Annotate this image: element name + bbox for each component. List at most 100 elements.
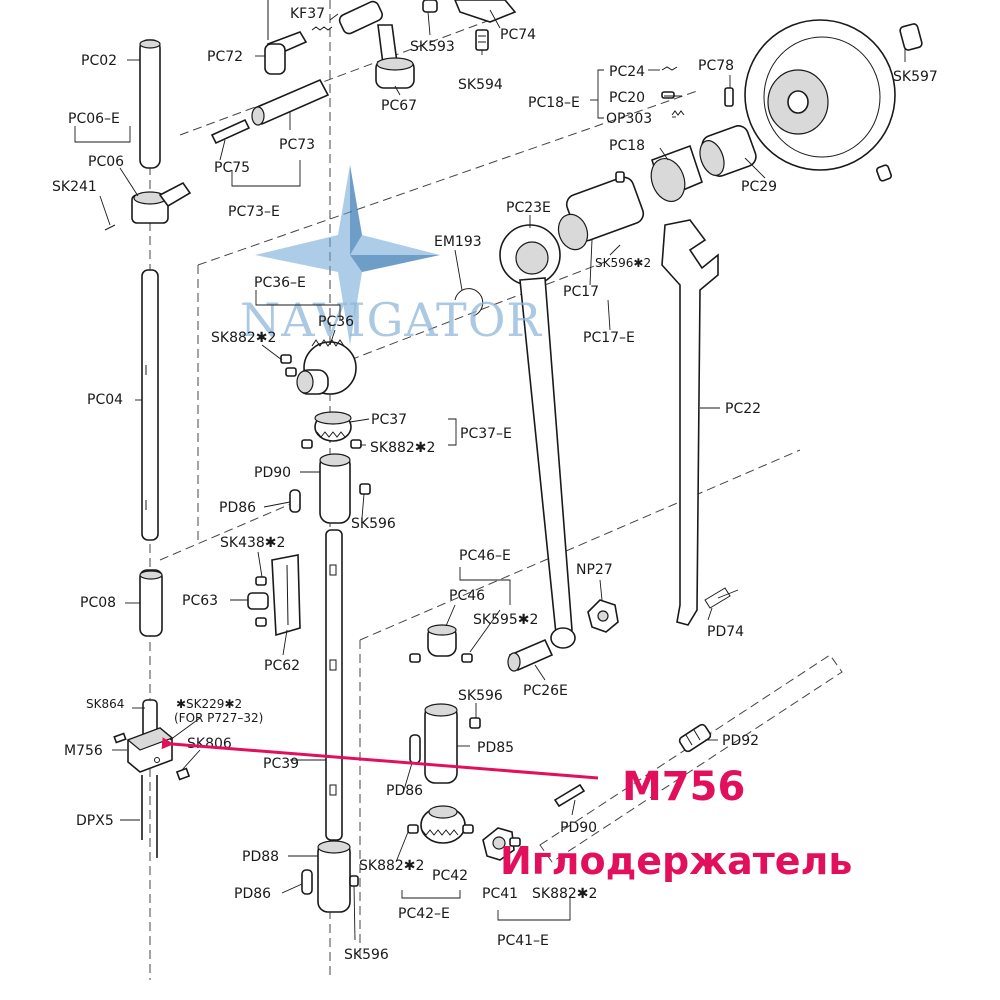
part-small-springs: [615, 66, 685, 183]
label-sk597: SK597: [893, 69, 938, 85]
label-pc18-e: PC18–E: [528, 95, 580, 111]
label-pc20: PC20: [609, 90, 645, 106]
part-pd74-pin: [704, 587, 731, 609]
part-pc22-wrench: [661, 219, 719, 626]
label-sk593: SK593: [410, 39, 455, 55]
part-labels: KF37 SK593 PC74 PC72 SK594 PC02 PC67 PC2…: [52, 6, 938, 963]
label-pc73-e: PC73–E: [228, 204, 280, 220]
part-sk596-screw-c: [349, 875, 359, 887]
label-sk882x2-a: SK882✱2: [211, 330, 276, 346]
part-sk596-screw-b: [469, 717, 481, 729]
label-sk229-note: (FOR P727–32): [174, 711, 263, 725]
label-pc67: PC67: [381, 98, 417, 114]
label-pc72: PC72: [207, 49, 243, 65]
label-pd85: PD85: [477, 740, 514, 756]
part-sk593-screw: [422, 0, 438, 13]
label-sk241: SK241: [52, 179, 97, 195]
label-pc02: PC02: [81, 53, 117, 69]
label-sk596x2-top: SK596✱2: [595, 256, 651, 270]
part-pc02-shaft: [139, 39, 161, 169]
compass-star-icon: [255, 165, 440, 345]
label-pc74: PC74: [500, 27, 536, 43]
part-np27-nut: [587, 599, 619, 633]
part-pd90-bushing-top: [319, 453, 351, 524]
part-pc78-key: [724, 87, 734, 107]
label-m756: M756: [64, 743, 103, 759]
label-pd90-bottom: PD90: [560, 820, 597, 836]
label-op303: OP303: [606, 111, 652, 127]
part-pd85-bushing: [424, 703, 458, 784]
part-kf37-spring: [311, 26, 333, 31]
part-pd86-pin-b: [409, 734, 421, 764]
label-em193: EM193: [434, 234, 482, 250]
part-pc26e-screw: [507, 638, 554, 672]
callout-arrow: [161, 737, 599, 780]
label-pc36: PC36: [318, 314, 354, 330]
label-pc46: PC46: [449, 588, 485, 604]
label-pc37-e: PC37–E: [460, 426, 512, 442]
label-pc42: PC42: [432, 868, 468, 884]
label-pd90-top: PD90: [254, 465, 291, 481]
label-sk882x2-d: SK882✱2: [532, 886, 597, 902]
part-pc39-shaft: [325, 529, 343, 841]
navigator-watermark: NAVIGATOR: [240, 165, 542, 347]
label-pc22: PC22: [725, 401, 761, 417]
part-pc67-crank: [338, 0, 415, 89]
leader-lines: [74, 9, 906, 941]
label-pd86-c: PD86: [234, 886, 271, 902]
label-pc18: PC18: [609, 138, 645, 154]
part-pc08-bushing: [139, 569, 163, 637]
part-sk594-screw: [475, 29, 489, 51]
label-sk595x2: SK595✱2: [473, 612, 538, 628]
label-pc04: PC04: [87, 392, 123, 408]
label-pc17-e: PC17–E: [583, 330, 635, 346]
part-sk882-pair-a: [280, 354, 297, 377]
part-pc23e-rod: [499, 224, 576, 649]
label-sk438x2: SK438✱2: [220, 535, 285, 551]
label-pc06: PC06: [88, 154, 124, 170]
part-pd86-pin-a: [289, 489, 301, 513]
part-pc72-pin: [264, 0, 308, 75]
label-pc41: PC41: [482, 886, 518, 902]
label-pc24: PC24: [609, 64, 645, 80]
label-pc73: PC73: [279, 137, 315, 153]
label-pd74: PD74: [707, 624, 744, 640]
label-sk229x2: ✱SK229✱2: [176, 697, 242, 711]
part-pc62-bracket: [271, 554, 301, 637]
label-pc29: PC29: [741, 179, 777, 195]
watermark-text: NAVIGATOR: [240, 293, 542, 347]
part-pc36-gear: [296, 339, 357, 395]
part-pc06-arm: [104, 181, 192, 231]
label-sk596-a: SK596: [351, 516, 396, 532]
part-pd88-bushing: [317, 840, 351, 913]
part-pc17-eccentric: [557, 176, 645, 251]
label-pc06-e: PC06–E: [68, 111, 120, 127]
label-pc75: PC75: [214, 160, 250, 176]
label-pc62: PC62: [264, 658, 300, 674]
part-dpx5-needles: [141, 775, 158, 858]
part-pc29-collar: [699, 125, 757, 177]
label-pc46-e: PC46–E: [459, 548, 511, 564]
label-sk882x2-b: SK882✱2: [370, 440, 435, 456]
label-pc78: PC78: [698, 58, 734, 74]
part-em193-ring: [454, 288, 484, 317]
label-pd86-b: PD86: [386, 783, 423, 799]
part-pc74: [454, 0, 517, 23]
part-m756-needle-clamp: [113, 699, 191, 781]
part-sk597-screw: [899, 23, 923, 51]
label-pc36-e: PC36–E: [254, 275, 306, 291]
label-pc39: PC39: [263, 756, 299, 772]
part-pd86-pin-c: [301, 869, 313, 895]
part-pc63-block: [247, 592, 269, 610]
part-pc18-cam: [650, 144, 703, 202]
part-handwheel-pulley: [744, 19, 896, 171]
label-kf37: KF37: [290, 6, 325, 22]
label-pc41-e: PC41–E: [497, 933, 549, 949]
label-pc08: PC08: [80, 595, 116, 611]
label-np27: NP27: [576, 562, 613, 578]
label-pc42-e: PC42–E: [398, 906, 450, 922]
part-pc75-key: [210, 118, 251, 145]
part-pc37-gear: [301, 411, 362, 449]
part-sk597-small: [876, 164, 892, 182]
